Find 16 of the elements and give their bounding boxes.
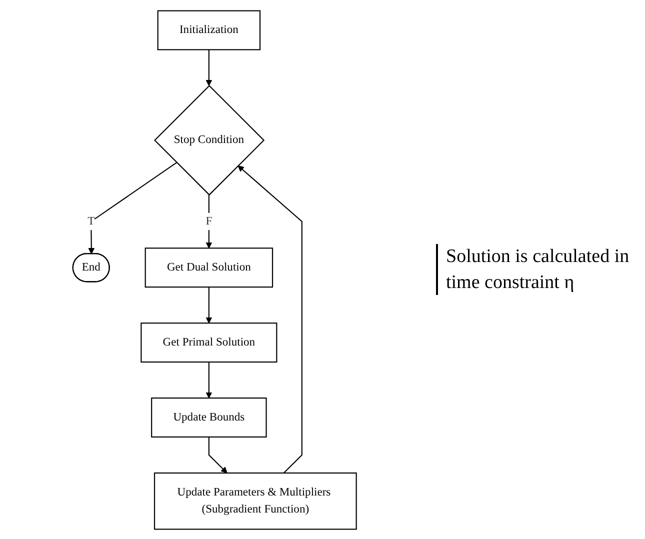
arrow — [206, 49, 212, 86]
node-box: Get Dual Solution — [145, 247, 274, 288]
arrow — [238, 164, 303, 473]
node-diamond: Stop Condition — [154, 84, 265, 196]
edge-label: F — [206, 214, 213, 227]
bracket-note: Solution is calculated in time constraint η — [436, 244, 636, 296]
arrow — [206, 362, 212, 398]
arrow — [206, 286, 212, 323]
node-box: Update Bounds — [151, 397, 268, 438]
arrow — [88, 162, 178, 254]
arrow — [206, 194, 212, 248]
arrow — [208, 436, 228, 473]
node-box: Initialization — [158, 10, 261, 50]
edge-label: T — [88, 214, 96, 227]
node-box: Get Primal Solution — [141, 322, 278, 362]
node-box: Update Parameters & Multipliers (Subgradient Function) — [154, 472, 358, 530]
